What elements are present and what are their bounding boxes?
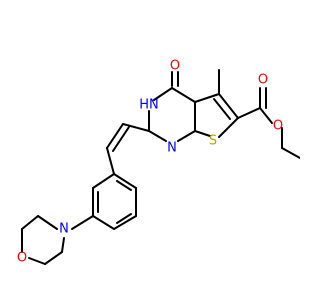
atom-n-ring: N xyxy=(167,141,177,156)
bond-ch2-ch3 xyxy=(281,147,300,159)
atom-nh: HN xyxy=(139,98,159,113)
atom-s: S xyxy=(209,134,217,149)
bond-ph-3 xyxy=(92,215,115,230)
bond-c4-n3 xyxy=(153,87,173,101)
bond-c4a-c5 xyxy=(194,93,220,103)
molecule-structure: O HN N S O O N O xyxy=(17,59,300,266)
bond-c6-ester-c xyxy=(237,107,261,119)
bond-ph-inner-3 xyxy=(116,180,132,191)
bond-morph-2 xyxy=(21,215,39,230)
bond-morph-6 xyxy=(61,237,65,253)
atom-n-morpholine: N xyxy=(59,222,69,237)
bond-ph-n xyxy=(71,215,94,230)
bond-c5-c6 xyxy=(218,93,239,119)
bond-s-c7a xyxy=(194,130,211,137)
bond-morph-4 xyxy=(28,257,46,265)
bond-c2-vinyl1 xyxy=(122,123,150,132)
bond-c5-c6-double xyxy=(213,98,231,120)
molecule-canvas: O HN N S O O N O xyxy=(16,58,300,266)
bond-c6-s xyxy=(218,117,239,138)
bond-vinyl2-ph xyxy=(106,147,115,175)
bond-ester-c-o-single xyxy=(259,107,273,124)
atom-o-ester-ether: O xyxy=(273,119,283,134)
bond-ph-1 xyxy=(92,173,115,189)
bond-vinyl1-vinyl2 xyxy=(106,123,124,149)
bond-morph-1 xyxy=(37,215,58,230)
bond-morph-5 xyxy=(44,251,63,265)
bond-n1-c7a xyxy=(177,130,196,142)
atom-o-ester-carbonyl: O xyxy=(258,73,268,88)
atom-o-morpholine: O xyxy=(17,251,27,266)
bond-vinyl1-vinyl2-double xyxy=(112,126,130,152)
bond-c2-n1 xyxy=(148,130,167,142)
bond-c4a-c4 xyxy=(171,87,196,103)
bonds xyxy=(21,69,300,265)
bond-ph-4 xyxy=(113,215,137,230)
bond-ph-inner-2 xyxy=(116,213,132,224)
bond-ph-6 xyxy=(113,173,137,189)
atom-o-carbonyl: O xyxy=(170,59,180,74)
atom-labels: O HN N S O O N O xyxy=(17,59,283,266)
